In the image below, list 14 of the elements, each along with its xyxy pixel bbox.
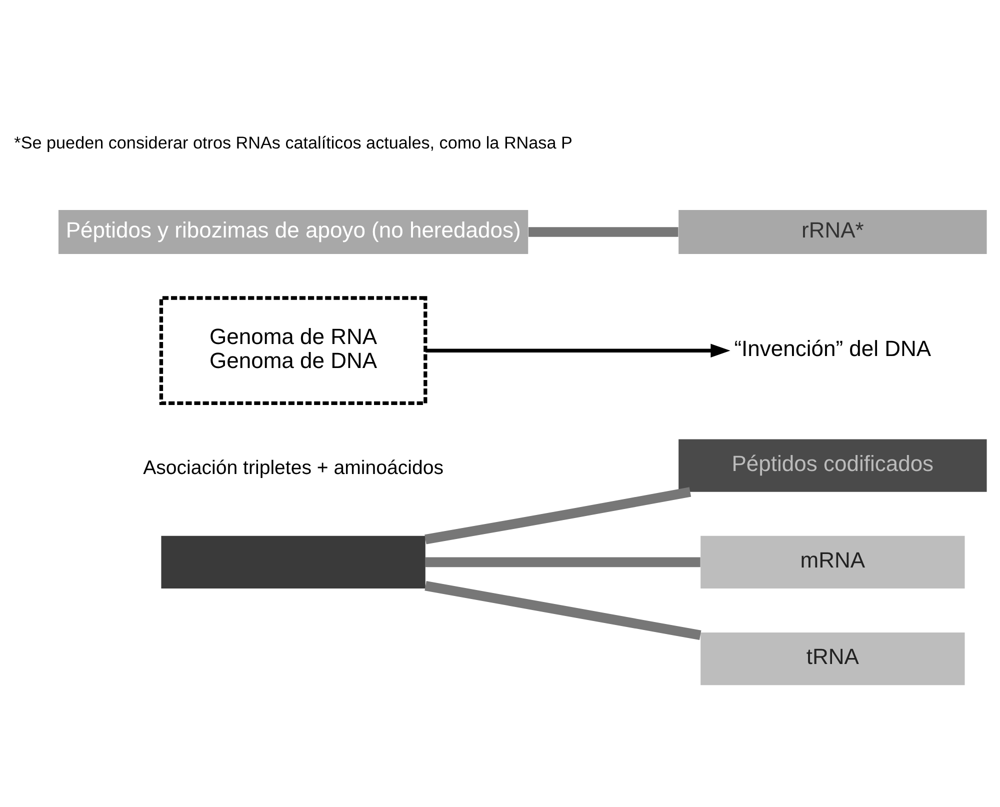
connector bbox=[528, 227, 678, 237]
node-box: rRNA* bbox=[678, 210, 987, 254]
connector bbox=[424, 580, 702, 640]
node-bar bbox=[161, 536, 426, 588]
label: *Se pueden considerar otros RNAs catalíticos actuales, como la RNasa P bbox=[14, 133, 572, 152]
node-box: Genoma de RNA Genoma de DNA bbox=[159, 296, 428, 406]
node-box: Péptidos codificados bbox=[678, 439, 987, 492]
node-box: mRNA bbox=[700, 536, 965, 588]
node-box: Péptidos y ribozimas de apoyo (no heredados) bbox=[58, 210, 528, 254]
node-label: Asociación tripletes + aminoácidos bbox=[143, 456, 444, 479]
connector bbox=[424, 487, 692, 544]
node-text: “Invención” del DNA bbox=[734, 336, 932, 361]
arrow bbox=[426, 344, 730, 358]
node-box: tRNA bbox=[700, 632, 965, 686]
